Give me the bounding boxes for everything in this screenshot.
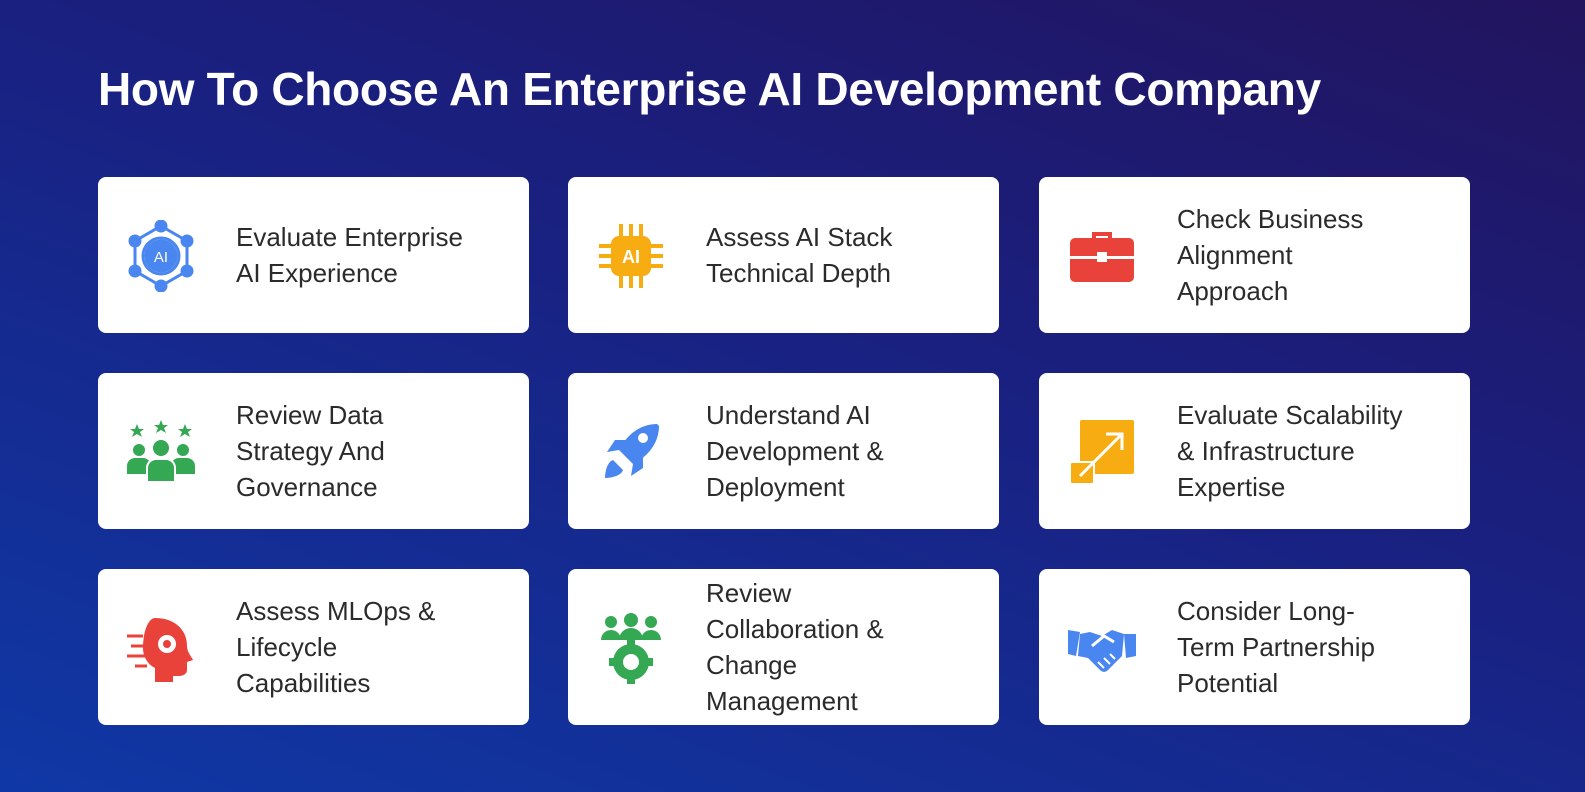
team-gear-icon: [595, 612, 667, 684]
card-label: Review Collaboration & Change Management: [706, 578, 884, 716]
ai-head-gear-icon: [125, 612, 197, 684]
card-label: Assess MLOps & Lifecycle Capabilities: [236, 596, 436, 698]
ai-text: AI: [154, 249, 168, 266]
card-enterprise-ai-experience: AI Evaluate Enterprise AI Experience: [98, 177, 529, 333]
card-label: Assess AI Stack Technical Depth: [706, 222, 893, 288]
page-title: How To Choose An Enterprise AI Developme…: [98, 63, 1321, 115]
ai-network-icon: AI: [125, 219, 197, 293]
card-label: Evaluate Scalability & Infrastructure Ex…: [1177, 400, 1403, 502]
card-label: Review Data Strategy And Governance: [236, 400, 385, 502]
card-business-alignment: Check Business Alignment Approach: [1039, 177, 1470, 333]
scale-up-icon: [1066, 416, 1138, 488]
ai-chip-icon: AI: [595, 220, 667, 292]
card-development-deployment: Understand AI Development & Deployment: [568, 373, 999, 529]
team-stars-icon: [125, 416, 197, 488]
card-label: Check Business Alignment Approach: [1177, 204, 1364, 306]
card-label: Evaluate Enterprise AI Experience: [236, 222, 463, 288]
card-mlops: Assess MLOps & Lifecycle Capabilities: [98, 569, 529, 725]
ai-text: AI: [622, 247, 640, 267]
rocket-icon: [595, 416, 667, 488]
card-data-strategy: Review Data Strategy And Governance: [98, 373, 529, 529]
card-partnership: Consider Long- Term Partnership Potentia…: [1039, 569, 1470, 725]
card-ai-stack: AI Assess AI Stack Technical Depth: [568, 177, 999, 333]
card-label: Understand AI Development & Deployment: [706, 400, 884, 502]
card-collaboration: Review Collaboration & Change Management: [568, 569, 999, 725]
card-scalability: Evaluate Scalability & Infrastructure Ex…: [1039, 373, 1470, 529]
handshake-icon: [1066, 612, 1138, 684]
card-label: Consider Long- Term Partnership Potentia…: [1177, 596, 1375, 698]
briefcase-icon: [1066, 220, 1138, 292]
